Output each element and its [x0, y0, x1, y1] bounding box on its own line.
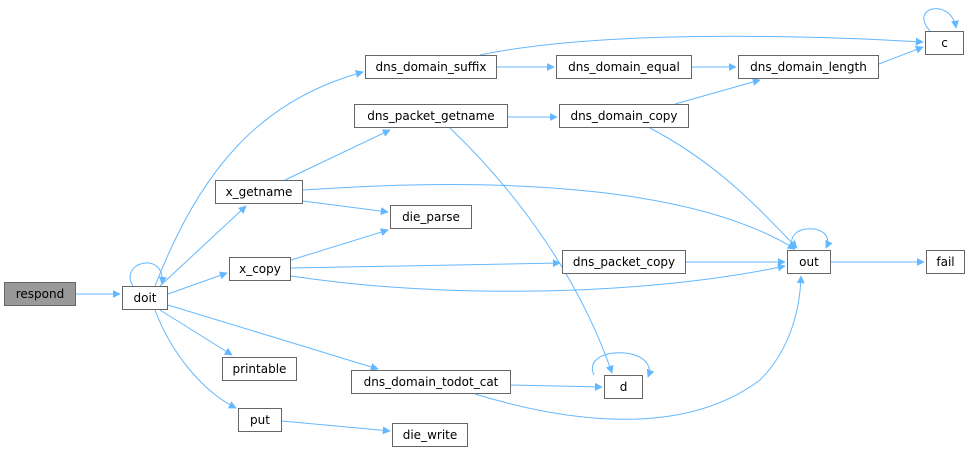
node-dns-domain-todot-cat[interactable]: dns_domain_todot_cat	[351, 370, 511, 394]
edge-x-getname-to-dns-packet-getname	[284, 129, 391, 181]
edge-doit-to-printable	[159, 309, 233, 356]
edge-x-getname-to-die-parse	[302, 200, 389, 216]
node-dns-domain-suffix[interactable]: dns_domain_suffix	[365, 55, 497, 79]
edge-x-copy-to-dns-packet-copy	[290, 259, 561, 269]
node-dns-packet-getname[interactable]: dns_packet_getname	[354, 104, 508, 128]
node-x-getname[interactable]: x_getname	[215, 180, 303, 204]
node-die-parse[interactable]: die_parse	[390, 205, 472, 229]
edge-out-to-out	[791, 228, 833, 251]
edge-dns-domain-suffix-to-c	[479, 35, 924, 56]
node-dns-domain-copy[interactable]: dns_domain_copy	[559, 104, 689, 128]
node-out[interactable]: out	[787, 250, 831, 274]
node-dns-domain-length[interactable]: dns_domain_length	[738, 55, 879, 79]
edge-d-to-d	[591, 352, 655, 378]
edge-dns-domain-todot-cat-to-d	[510, 382, 603, 391]
edge-doit-to-put	[154, 309, 237, 409]
edge-put-to-die-write	[281, 420, 391, 435]
edge-doit-to-dns-domain-suffix	[154, 70, 364, 287]
node-die-write[interactable]: die_write	[392, 423, 468, 447]
node-printable[interactable]: printable	[222, 357, 297, 381]
node-respond: respond	[4, 282, 76, 306]
edge-doit-to-dns-domain-todot-cat	[167, 304, 379, 371]
node-dns-domain-equal[interactable]: dns_domain_equal	[556, 55, 692, 79]
edge-doit-to-x-copy	[167, 271, 228, 295]
edge-dns-domain-copy-to-out	[649, 127, 798, 249]
edge-dns-domain-copy-to-dns-domain-length	[674, 78, 761, 105]
edge-doit-to-x-getname	[159, 205, 247, 287]
node-x-copy[interactable]: x_copy	[229, 257, 291, 281]
edge-doit-to-doit	[129, 262, 167, 287]
node-d[interactable]: d	[604, 375, 643, 399]
node-c[interactable]: c	[925, 31, 964, 55]
edge-dns-domain-todot-cat-to-out	[474, 275, 805, 420]
edge-x-copy-to-out	[290, 263, 786, 292]
edge-c-to-c	[923, 8, 960, 32]
edge-dns-packet-getname-to-d	[449, 127, 614, 374]
edge-dns-domain-length-to-c	[878, 45, 924, 65]
node-put[interactable]: put	[238, 408, 282, 432]
node-doit[interactable]: doit	[122, 286, 168, 310]
node-dns-packet-copy[interactable]: dns_packet_copy	[562, 250, 686, 274]
edge-x-getname-to-out	[302, 184, 796, 250]
edge-x-copy-to-die-parse	[290, 228, 389, 261]
node-fail[interactable]: fail	[926, 250, 965, 274]
